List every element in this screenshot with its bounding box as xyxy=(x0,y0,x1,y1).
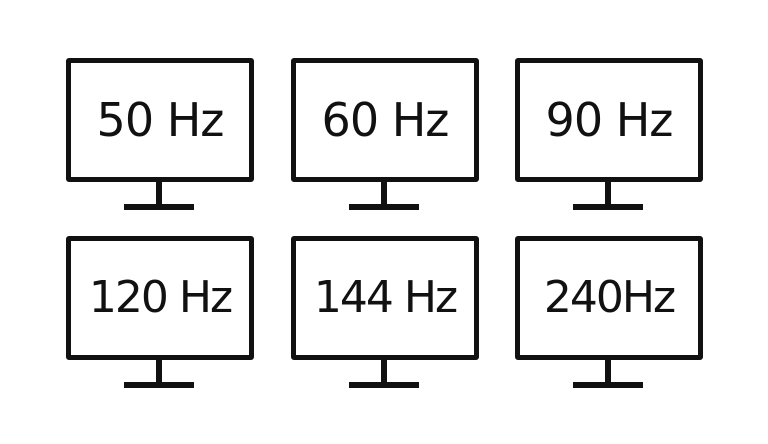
monitor-foot xyxy=(573,382,643,388)
monitor-foot xyxy=(124,204,194,210)
refresh-rate-label: 240Hz xyxy=(543,272,676,323)
monitor-screen: 60 Hz xyxy=(291,58,479,182)
monitor-50hz: 50 Hz xyxy=(66,58,254,210)
monitor-foot xyxy=(349,382,419,388)
monitor-90hz: 90 Hz xyxy=(515,58,703,210)
monitor-neck xyxy=(381,182,387,204)
monitor-neck xyxy=(156,360,162,382)
monitor-screen: 50 Hz xyxy=(66,58,254,182)
monitor-144hz: 144 Hz xyxy=(291,236,479,388)
refresh-rate-label: 60 Hz xyxy=(321,93,450,147)
refresh-rate-label: 50 Hz xyxy=(96,93,225,147)
monitor-foot xyxy=(124,382,194,388)
monitor-foot xyxy=(573,204,643,210)
refresh-rate-label: 90 Hz xyxy=(545,93,674,147)
monitor-60hz: 60 Hz xyxy=(291,58,479,210)
monitor-neck xyxy=(605,360,611,382)
monitor-neck xyxy=(381,360,387,382)
refresh-rate-label: 144 Hz xyxy=(313,272,458,323)
monitor-neck xyxy=(156,182,162,204)
monitor-screen: 90 Hz xyxy=(515,58,703,182)
monitor-screen: 120 Hz xyxy=(66,236,254,360)
refresh-rate-label: 120 Hz xyxy=(88,272,233,323)
monitor-screen: 240Hz xyxy=(515,236,703,360)
monitor-foot xyxy=(349,204,419,210)
monitor-240hz: 240Hz xyxy=(515,236,703,388)
monitor-screen: 144 Hz xyxy=(291,236,479,360)
monitor-120hz: 120 Hz xyxy=(66,236,254,388)
monitor-neck xyxy=(605,182,611,204)
